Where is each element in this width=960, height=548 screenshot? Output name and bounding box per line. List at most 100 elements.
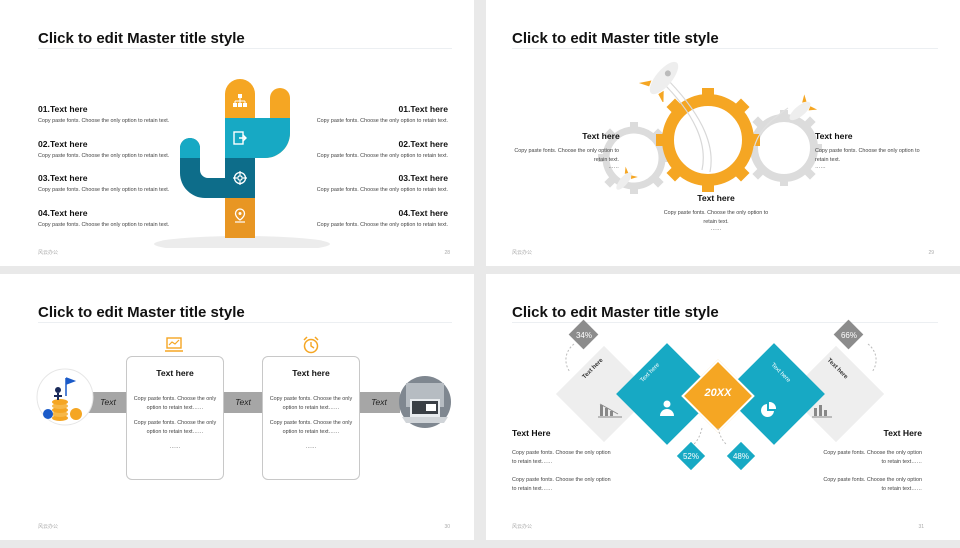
card-paragraph[interactable]: Copy paste fonts. Choose the only option… — [269, 420, 353, 435]
alarm-clock-icon — [303, 336, 319, 354]
title-divider — [512, 48, 938, 49]
title-divider — [512, 322, 938, 323]
right-arm-cyan — [255, 118, 290, 158]
gear-left-gray — [598, 122, 670, 194]
slide-28[interactable]: Click to edit Master title style 01.Text… — [0, 0, 474, 266]
card-heading[interactable]: Text here — [292, 368, 330, 378]
item-heading[interactable]: 02.Text here — [398, 139, 448, 149]
title-divider — [38, 322, 452, 323]
left-heading[interactable]: Text here — [582, 131, 620, 141]
slide-31[interactable]: Click to edit Master title style 20XX Te… — [486, 274, 960, 540]
card-paragraph[interactable]: Copy paste fonts. Choose the only option… — [269, 396, 353, 411]
rocket-icon — [638, 61, 679, 102]
item-heading[interactable]: 04.Text here — [398, 208, 448, 218]
item-heading[interactable]: 01.Text here — [398, 104, 448, 114]
rocket-icon — [616, 166, 638, 190]
slide-30[interactable]: Click to edit Master title style Text Te… — [0, 274, 474, 540]
arrow-segment — [222, 392, 264, 413]
bottom-heading[interactable]: Text here — [697, 193, 735, 203]
org-chart-icon — [233, 94, 247, 107]
page-number: 31 — [918, 524, 924, 530]
bottom-body[interactable]: Copy paste fonts. Choose the only option… — [663, 210, 769, 225]
arrow-segment — [358, 392, 400, 413]
rocket-icon — [789, 94, 818, 121]
item-body[interactable]: Copy paste fonts. Choose the only option… — [38, 187, 170, 193]
info-card[interactable]: Text here Copy paste fonts. Choose the o… — [126, 356, 224, 480]
laptop-chart-icon — [165, 337, 183, 352]
card-paragraph[interactable]: Copy paste fonts. Choose the only option… — [133, 396, 217, 411]
percent-value[interactable]: 34% — [575, 331, 592, 340]
right-paragraph[interactable]: Copy paste fonts. Choose the only option… — [823, 450, 922, 465]
trunk-band-teal — [225, 158, 255, 198]
item-body[interactable]: Copy paste fonts. Choose the only option… — [316, 118, 448, 124]
pie-chart-icon — [761, 402, 776, 417]
person-icon — [660, 400, 674, 416]
left-paragraph[interactable]: Copy paste fonts. Choose the only option… — [512, 477, 611, 492]
gear-center-orange — [656, 88, 760, 192]
location-pin-icon — [234, 208, 246, 223]
arrow-segment — [86, 392, 128, 413]
title-divider — [38, 48, 452, 49]
bar-chart-icon — [812, 405, 832, 418]
slide-29[interactable]: Click to edit Master title style — [486, 0, 960, 266]
bar-chart-down-icon — [598, 403, 622, 418]
page-number: 29 — [928, 250, 934, 256]
right-body[interactable]: Copy paste fonts. Choose the only option… — [815, 148, 920, 163]
left-arm-tip — [180, 138, 200, 158]
finance-illustration — [36, 368, 94, 426]
cactus-graphic — [154, 79, 330, 248]
item-body[interactable]: Copy paste fonts. Choose the only option… — [316, 153, 448, 159]
item-body[interactable]: Copy paste fonts. Choose the only option… — [316, 222, 448, 228]
target-icon — [233, 171, 247, 185]
footer-logo: 风云办公 — [38, 524, 59, 530]
bottom-dots: …… — [710, 226, 722, 232]
item-body[interactable]: Copy paste fonts. Choose the only option… — [38, 153, 170, 159]
cactus-shadow — [154, 236, 330, 248]
item-heading[interactable]: 02.Text here — [38, 139, 88, 149]
arrow-label[interactable]: Text — [371, 397, 387, 407]
card-dots: …… — [305, 444, 317, 450]
center-year[interactable]: 20XX — [704, 387, 732, 399]
arrow-label[interactable]: Text — [100, 397, 116, 407]
item-body[interactable]: Copy paste fonts. Choose the only option… — [316, 187, 448, 193]
card-dots: …… — [169, 444, 181, 450]
item-body[interactable]: Copy paste fonts. Choose the only option… — [38, 222, 170, 228]
footer-logo: 风云办公 — [512, 524, 533, 530]
left-dots: …… — [608, 164, 619, 170]
arrow-label[interactable]: Text — [235, 397, 251, 407]
item-body[interactable]: Copy paste fonts. Choose the only option… — [38, 118, 170, 124]
card-heading[interactable]: Text here — [156, 368, 194, 378]
right-dots: …… — [815, 164, 826, 170]
info-card[interactable]: Text here Copy paste fonts. Choose the o… — [262, 356, 360, 480]
page-number: 28 — [444, 250, 450, 256]
slide-title[interactable]: Click to edit Master title style — [512, 304, 719, 321]
slide-title[interactable]: Click to edit Master title style — [512, 30, 719, 47]
dashed-connectors — [565, 343, 877, 445]
percent-value[interactable]: 66% — [840, 331, 857, 340]
footer-logo: 风云办公 — [38, 250, 59, 256]
right-heading[interactable]: Text here — [815, 131, 853, 141]
card-paragraph[interactable]: Copy paste fonts. Choose the only option… — [133, 420, 217, 435]
left-body[interactable]: Copy paste fonts. Choose the only option… — [514, 148, 619, 163]
slide-title[interactable]: Click to edit Master title style — [38, 304, 245, 321]
right-heading[interactable]: Text Here — [883, 428, 922, 438]
slide-title[interactable]: Click to edit Master title style — [38, 30, 245, 47]
item-heading[interactable]: 03.Text here — [38, 173, 88, 183]
rocket-trail — [753, 107, 789, 149]
item-heading[interactable]: 04.Text here — [38, 208, 88, 218]
rocket-trail — [663, 75, 712, 173]
percent-value[interactable]: 48% — [732, 452, 749, 461]
page-number: 30 — [444, 524, 450, 530]
left-paragraph[interactable]: Copy paste fonts. Choose the only option… — [512, 450, 611, 465]
export-icon — [233, 131, 247, 145]
gears-graphic — [598, 75, 822, 194]
laptop-photo — [399, 376, 451, 428]
footer-logo: 风云办公 — [512, 250, 533, 256]
rocket-trail — [659, 79, 704, 171]
right-paragraph[interactable]: Copy paste fonts. Choose the only option… — [823, 477, 922, 492]
item-heading[interactable]: 03.Text here — [398, 173, 448, 183]
left-heading[interactable]: Text Here — [512, 428, 551, 438]
item-heading[interactable]: 01.Text here — [38, 104, 88, 114]
percent-value[interactable]: 52% — [682, 452, 699, 461]
trunk-band-amber — [225, 198, 255, 238]
